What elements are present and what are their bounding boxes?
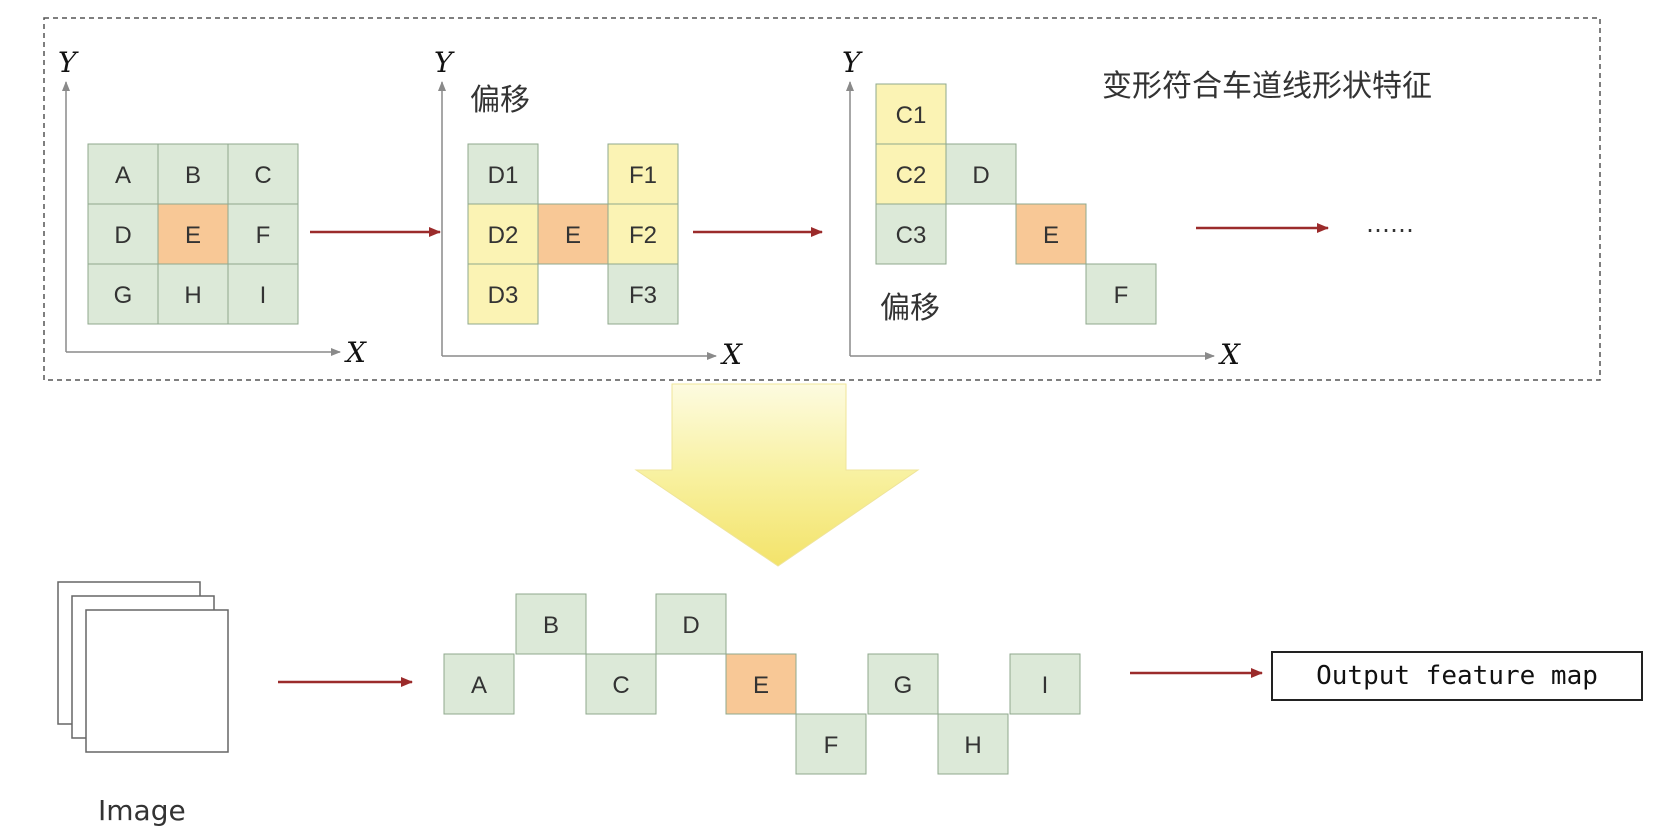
- panel3-axes: Y X: [842, 46, 1241, 371]
- panel1-cell-label: C: [254, 162, 271, 189]
- bottom-cell: [515, 593, 587, 655]
- panel1-x-axis-label: X: [344, 336, 367, 369]
- panel3-description: 变形符合车道线形状特征: [1102, 69, 1432, 104]
- panel2-cell: [607, 143, 679, 205]
- panel3-cell-label: C2: [896, 162, 927, 189]
- output-feature-map-box: [1271, 651, 1643, 701]
- panel2-axes: Y X: [434, 46, 743, 371]
- bottom-cell: [443, 653, 515, 715]
- panel2-cell-label: F2: [629, 222, 657, 249]
- bottom-cell-label: H: [964, 732, 981, 759]
- panel2-cell-label: D3: [488, 282, 519, 309]
- panel2-y-axis-label: Y: [434, 46, 455, 79]
- panel3-cell-label: D: [972, 162, 989, 189]
- panel2-cell-label: D1: [488, 162, 519, 189]
- bottom-cell: [937, 713, 1009, 775]
- panel1-cell: [157, 263, 229, 325]
- panel2-cell: [607, 203, 679, 265]
- bottom-cell-label: E: [753, 672, 769, 699]
- panel1-cell-label: F: [256, 222, 271, 249]
- panel3-y-axis-label: Y: [842, 46, 863, 79]
- bottom-cell: [585, 653, 657, 715]
- big-down-arrow-icon: [634, 383, 920, 567]
- panel3-cell: [875, 83, 947, 145]
- panel1-cell-label: I: [260, 282, 267, 309]
- ellipsis-text: ……: [1366, 210, 1414, 238]
- panel1-y-axis-label: Y: [58, 46, 79, 79]
- panel1-cell-label: G: [114, 282, 133, 309]
- image-stack-icon: [57, 581, 229, 753]
- panel2-cell-label: F1: [629, 162, 657, 189]
- bottom-cell-label: D: [682, 612, 699, 639]
- panel1-cell: [227, 143, 299, 205]
- panel3-cell: [875, 143, 947, 205]
- image-label: Image: [98, 794, 186, 827]
- bottom-cell-label: I: [1042, 672, 1049, 699]
- panel2-cell-label: F3: [629, 282, 657, 309]
- bottom-cell-label: G: [894, 672, 913, 699]
- panel3-cell: [945, 143, 1017, 205]
- bottom-cell: [795, 713, 867, 775]
- bottom-cell-label: F: [824, 732, 839, 759]
- panel1-cell-label: A: [115, 162, 131, 189]
- panel2-offset-label: 偏移: [470, 83, 530, 118]
- panel2-cell-label: D2: [488, 222, 519, 249]
- panel2-cell: [607, 263, 679, 325]
- panel3-cell-label: F: [1114, 282, 1129, 309]
- bottom-cell-label: C: [612, 672, 629, 699]
- output-feature-map-label: Output feature map: [1316, 661, 1598, 691]
- panel1-axes: Y X: [58, 46, 367, 369]
- panel3-grid: C1 C2 D C3 E F: [875, 83, 1157, 325]
- panel1-cell-label: D: [114, 222, 131, 249]
- bottom-cell: [1009, 653, 1081, 715]
- bottom-cell-center: [725, 653, 797, 715]
- panel3-cell-label: E: [1043, 222, 1059, 249]
- panel2-cell-label: E: [565, 222, 581, 249]
- bottom-cell: [655, 593, 727, 655]
- panel2-cell: [467, 263, 539, 325]
- panel3-offset-label: 偏移: [880, 291, 940, 326]
- panel1-cell: [87, 263, 159, 325]
- dashed-frame: [43, 17, 1601, 381]
- panel1-cell-label: B: [185, 162, 201, 189]
- panel3-x-axis-label: X: [1218, 338, 1241, 371]
- panel1-cell-label: H: [184, 282, 201, 309]
- panel1-cell-label: E: [185, 222, 201, 249]
- panel1-cell: [227, 263, 299, 325]
- panel2-grid: D1 F1 D2 E F2 D3 F3: [467, 143, 679, 325]
- panel3-cell-label: C1: [896, 102, 927, 129]
- panel1-cell-center: [157, 203, 229, 265]
- panel3-cell-label: C3: [896, 222, 927, 249]
- panel1-grid: A B C D E F G H I: [87, 143, 299, 325]
- bottom-cell-label: B: [543, 612, 559, 639]
- panel2-cell-center: [537, 203, 609, 265]
- bottom-cell: [867, 653, 939, 715]
- bottom-sampling-grid: A B C D E F G H I: [443, 593, 1081, 775]
- panel3-cell: [875, 203, 947, 265]
- panel1-cell: [227, 203, 299, 265]
- panel2-x-axis-label: X: [720, 338, 743, 371]
- panel3-cell: [1085, 263, 1157, 325]
- panel1-cell: [157, 143, 229, 205]
- bottom-cell-label: A: [471, 672, 487, 699]
- panel3-cell-center: [1015, 203, 1087, 265]
